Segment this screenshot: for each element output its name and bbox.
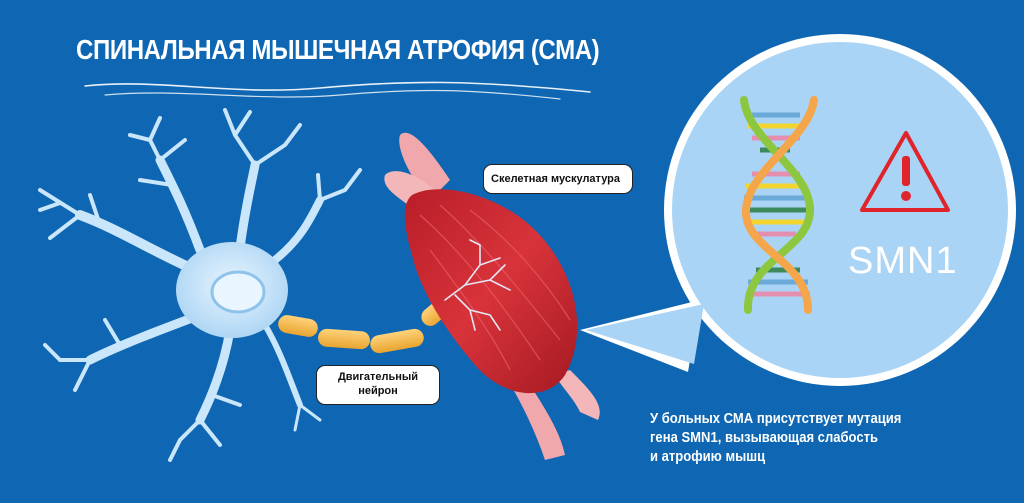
gene-name: SMN1: [848, 240, 958, 283]
neuron-label-line2: нейрон: [317, 384, 439, 398]
caption: У больных СМА присутствует мутация гена …: [650, 410, 956, 467]
neuron-label-line1: Двигательный: [317, 370, 439, 384]
caption-line2: гена SMN1, вызывающая слабость: [650, 429, 956, 448]
caption-line1: У больных СМА присутствует мутация: [650, 410, 956, 429]
muscle-label: Скелетная мускулатура: [483, 164, 633, 194]
caption-line3: и атрофию мышц: [650, 448, 956, 467]
muscle-label-text: Скелетная мускулатура: [491, 172, 620, 186]
neuron-icon: [40, 110, 452, 460]
axon: [277, 296, 453, 354]
page-title: СПИНАЛЬНАЯ МЫШЕЧНАЯ АТРОФИЯ (СМА): [76, 34, 599, 66]
title-underline-waves: [85, 82, 590, 99]
neuron-label: Двигательный нейрон: [316, 365, 440, 405]
